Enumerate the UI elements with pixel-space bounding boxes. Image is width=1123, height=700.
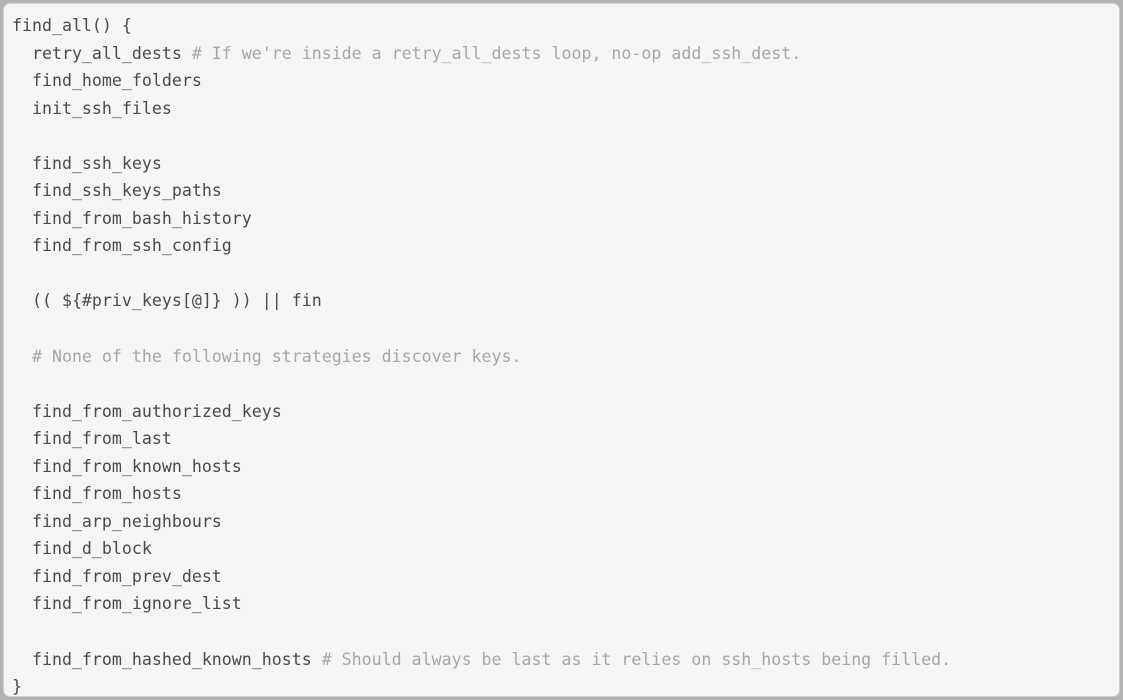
code-text: find_from_last [12, 429, 172, 449]
code-text: find_home_folders [12, 71, 202, 91]
code-text: find_from_prev_dest [12, 566, 222, 586]
code-line: find_from_hosts [12, 480, 1119, 508]
code-line: retry_all_dests # If we're inside a retr… [12, 40, 1119, 68]
code-comment: # None of the following strategies disco… [31, 346, 522, 366]
code-text [12, 347, 32, 366]
code-line [12, 370, 1119, 398]
code-line: find_from_last [12, 425, 1119, 453]
code-line: find_ssh_keys_paths [12, 177, 1119, 205]
code-line: find_ssh_keys [12, 150, 1119, 178]
code-text: find_from_ssh_config [12, 236, 232, 256]
code-line: find_from_prev_dest [12, 563, 1119, 591]
code-line: # None of the following strategies disco… [12, 343, 1119, 371]
code-text: find_from_bash_history [12, 208, 252, 228]
code-line: find_from_authorized_keys [12, 398, 1119, 426]
code-line: find_from_hashed_known_hosts # Should al… [12, 646, 1119, 674]
code-text: find_from_hashed_known_hosts [12, 649, 322, 669]
code-line: find_from_bash_history [12, 205, 1119, 233]
code-line: find_from_ignore_list [12, 590, 1119, 618]
code-line [12, 618, 1119, 646]
code-text: find_ssh_keys_paths [12, 181, 222, 201]
code-line: find_arp_neighbours [12, 508, 1119, 536]
code-line [12, 122, 1119, 150]
code-text: find_from_ignore_list [12, 594, 242, 614]
code-text: find_from_authorized_keys [12, 401, 282, 421]
code-text: find_ssh_keys [12, 153, 162, 173]
code-line: find_from_ssh_config [12, 232, 1119, 260]
code-line: find_all() { [12, 12, 1119, 40]
code-line: } [12, 673, 1119, 697]
code-text: find_d_block [12, 539, 152, 559]
code-line: init_ssh_files [12, 95, 1119, 123]
code-text: find_arp_neighbours [12, 511, 222, 531]
code-text: find_all() { [12, 16, 132, 35]
code-comment: # Should always be last as it relies on … [321, 649, 952, 669]
code-block-panel: find_all() { retry_all_dests # If we're … [3, 3, 1120, 697]
code-line [12, 315, 1119, 343]
code-line [12, 260, 1119, 288]
code-line: find_d_block [12, 535, 1119, 563]
code-text: find_from_known_hosts [12, 456, 242, 476]
code-text: (( ${#priv_keys[@]} )) || fin [12, 291, 322, 311]
code-content[interactable]: find_all() { retry_all_dests # If we're … [4, 4, 1119, 697]
code-line: find_from_known_hosts [12, 453, 1119, 481]
code-comment: # If we're inside a retry_all_dests loop… [191, 43, 802, 63]
code-line: find_home_folders [12, 67, 1119, 95]
code-text: } [12, 677, 22, 697]
code-text: init_ssh_files [12, 98, 172, 118]
code-text: retry_all_dests [12, 43, 192, 63]
code-line: (( ${#priv_keys[@]} )) || fin [12, 287, 1119, 315]
code-text: find_from_hosts [12, 484, 182, 504]
